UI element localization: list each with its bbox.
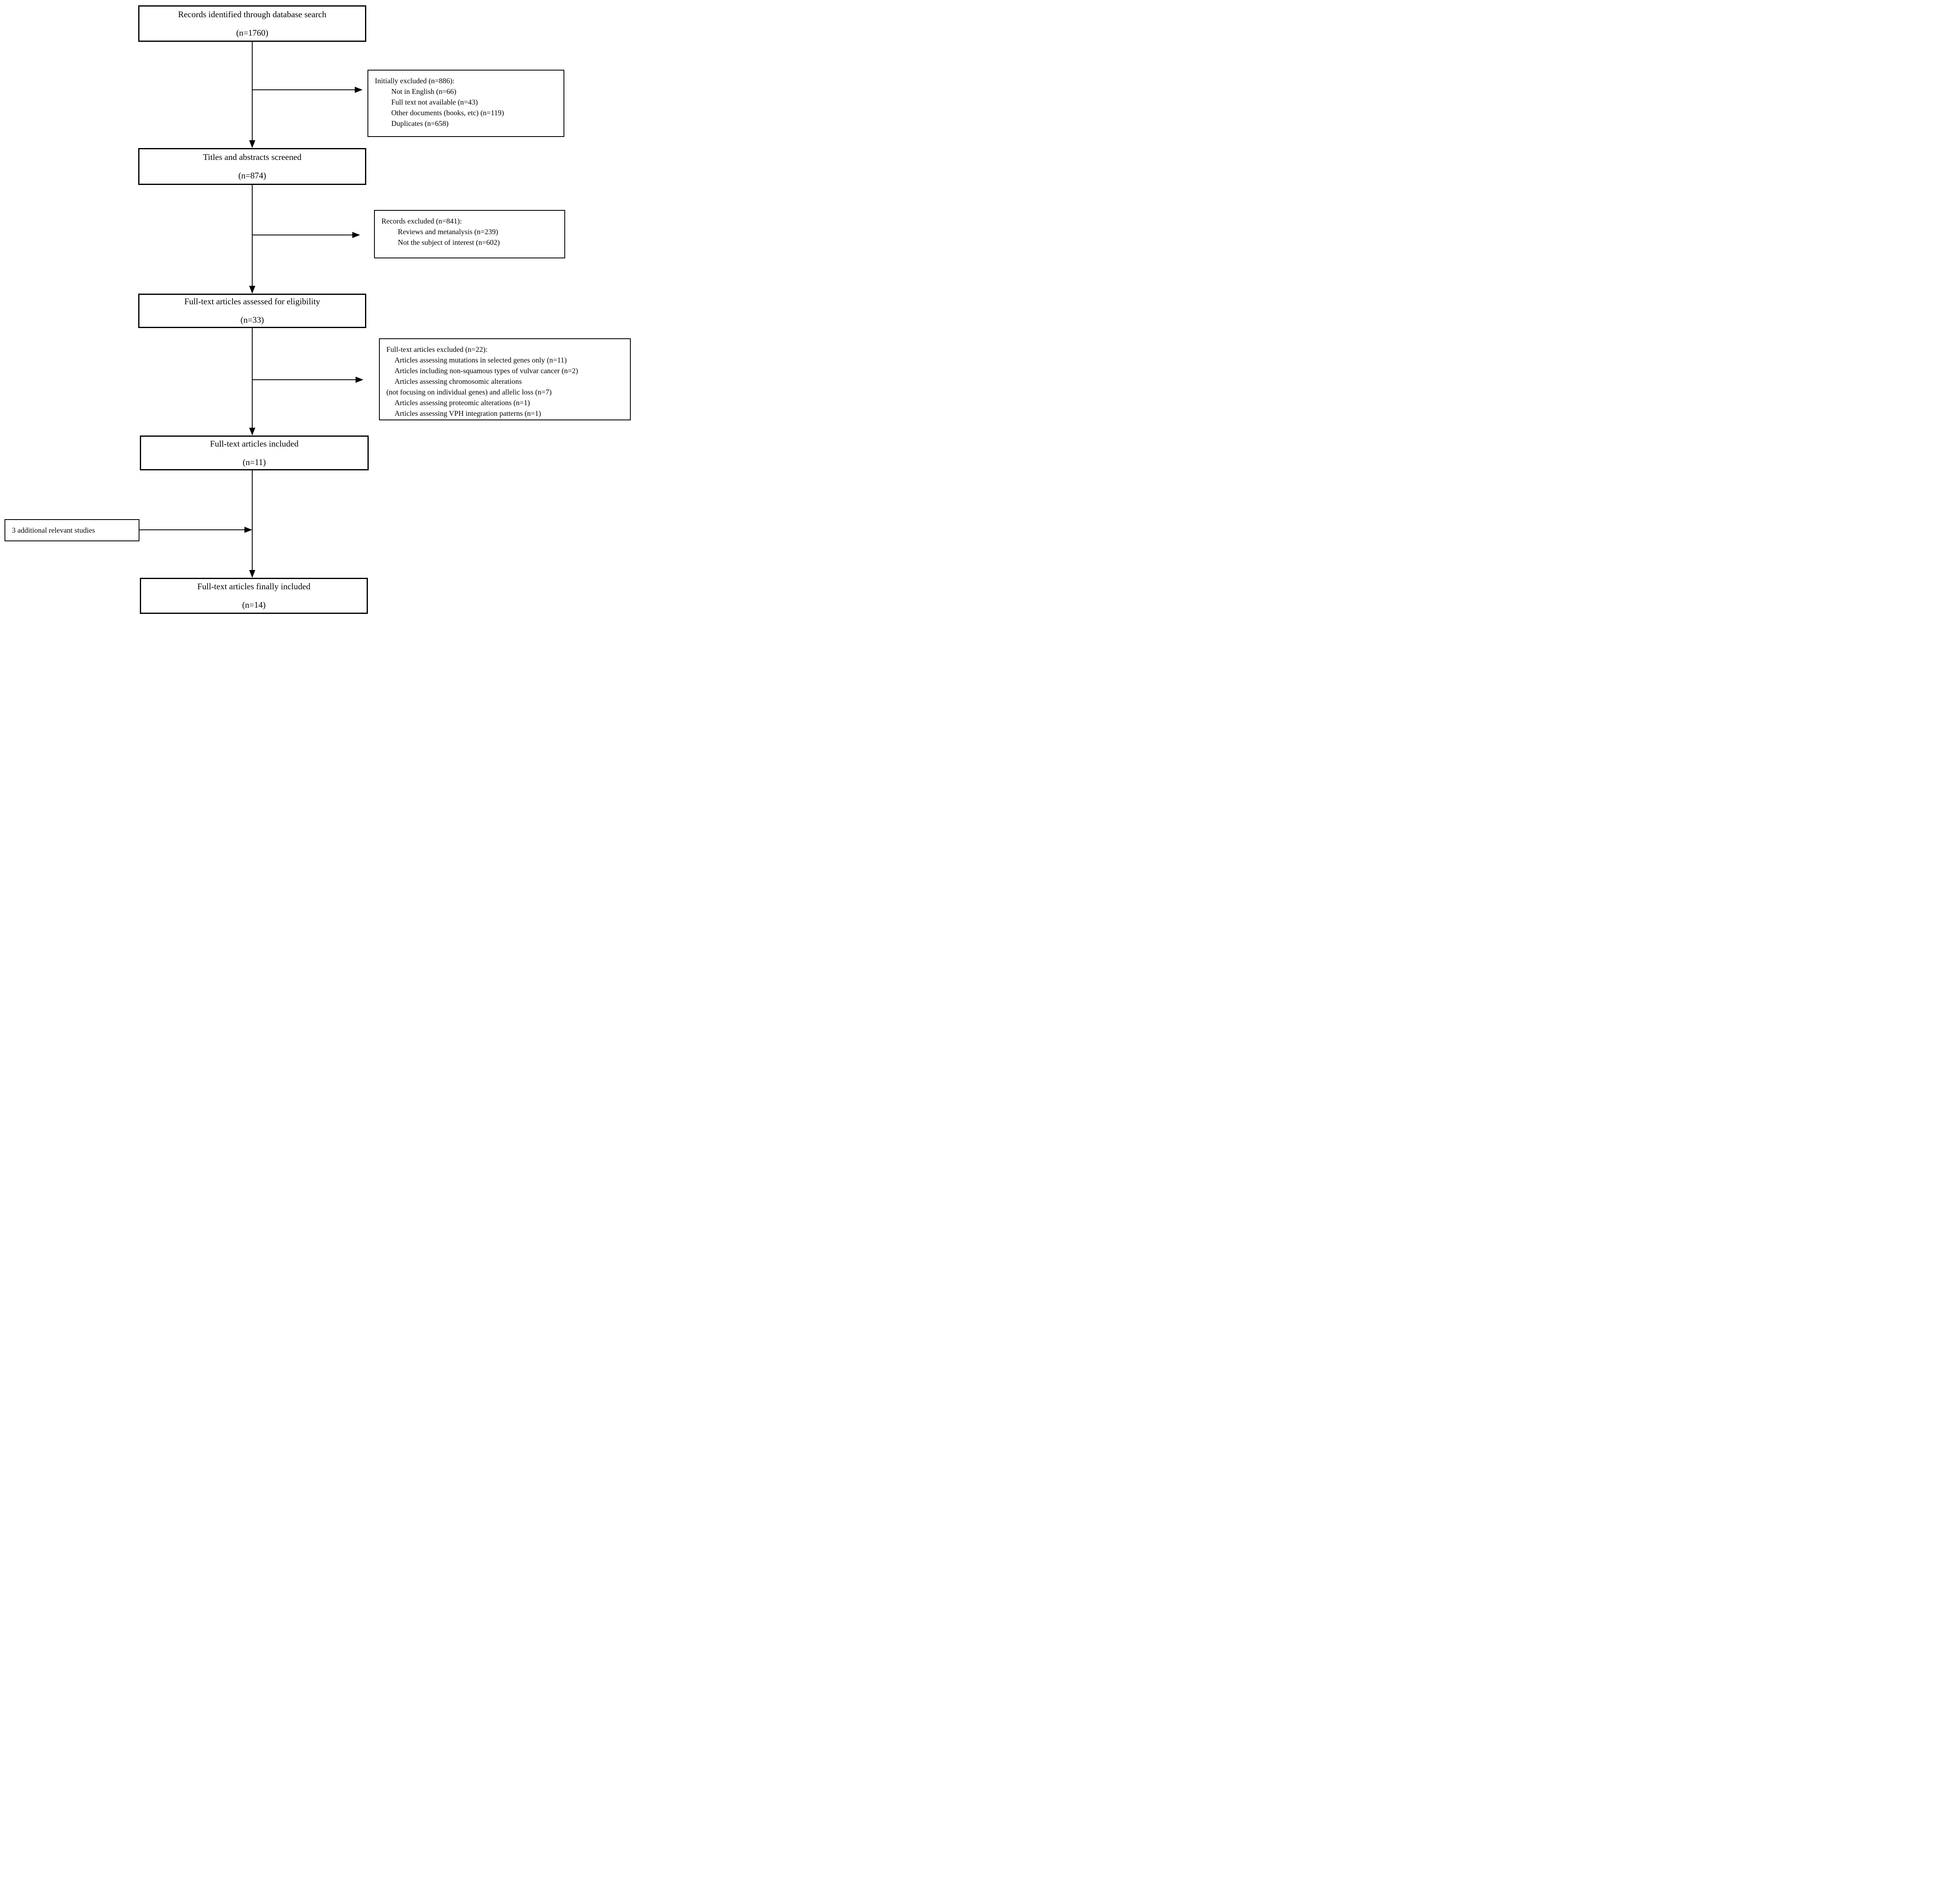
arrow-branch-records-excluded	[252, 232, 360, 238]
arrow-branch-fulltext-excluded	[252, 376, 363, 383]
arrowhead-down-icon	[249, 140, 256, 148]
exclusion-item: Not in English (n=66)	[391, 87, 456, 96]
exclusion-item: Articles assessing proteomic alterations…	[395, 399, 530, 407]
arrowhead-right-icon	[244, 527, 252, 533]
exclusion-header: Initially excluded (n=886):	[375, 77, 455, 85]
exclusion-item-continuation: (not focusing on individual genes) and a…	[386, 388, 552, 396]
arrowhead-right-icon	[356, 376, 363, 383]
flow-box-fulltext-included: Full-text articles included (n=11)	[140, 435, 369, 470]
exclusion-item: Other documents (books, etc) (n=119)	[391, 109, 504, 117]
exclusion-item: Articles assessing VPH integration patte…	[395, 409, 541, 417]
flow-box-fulltext-assessed: Full-text articles assessed for eligibil…	[138, 294, 366, 328]
arrow-included-to-final	[249, 470, 256, 578]
exclusion-item: Articles assessing chromosomic alteratio…	[395, 377, 522, 385]
box-label: Full-text articles assessed for eligibil…	[184, 296, 320, 306]
arrow-branch-initially-excluded	[252, 87, 363, 93]
side-box-records-excluded: Records excluded (n=841): Reviews and me…	[374, 210, 565, 258]
side-box-fulltext-excluded: Full-text articles excluded (n=22): Arti…	[379, 338, 631, 420]
exclusion-header: Records excluded (n=841):	[381, 217, 462, 225]
box-count: (n=874)	[238, 171, 266, 180]
box-label: Full-text articles finally included	[197, 581, 310, 591]
flow-box-additional-studies: 3 additional relevant studies	[5, 519, 139, 541]
box-count: (n=33)	[240, 315, 264, 325]
arrow-additional-studies-join	[139, 527, 252, 533]
exclusion-item: Not the subject of interest (n=602)	[398, 238, 500, 246]
arrowhead-right-icon	[355, 87, 363, 93]
flow-box-titles-abstracts-screened: Titles and abstracts screened (n=874)	[138, 148, 366, 185]
box-label: 3 additional relevant studies	[12, 526, 95, 534]
side-box-initially-excluded: Initially excluded (n=886): Not in Engli…	[367, 70, 564, 137]
exclusion-item: Articles including non-squamous types of…	[395, 367, 578, 375]
flow-box-fulltext-finally-included: Full-text articles finally included (n=1…	[140, 578, 368, 614]
exclusion-item: Reviews and metanalysis (n=239)	[398, 228, 498, 236]
arrow-assessed-to-included	[249, 328, 256, 435]
arrowhead-right-icon	[352, 232, 360, 238]
exclusion-item: Articles assessing mutations in selected…	[395, 356, 567, 364]
arrow-screened-to-assessed	[249, 185, 256, 294]
box-count: (n=11)	[242, 457, 266, 467]
box-label: Full-text articles included	[210, 438, 299, 449]
exclusion-item: Full text not available (n=43)	[391, 98, 478, 106]
arrow-records-to-screened	[249, 42, 256, 148]
box-label: Titles and abstracts screened	[203, 152, 302, 162]
exclusion-item: Duplicates (n=658)	[391, 119, 449, 128]
box-count: (n=14)	[242, 600, 266, 610]
arrowhead-down-icon	[249, 570, 256, 578]
box-label: Records identified through database sear…	[178, 9, 326, 19]
flow-box-records-identified: Records identified through database sear…	[138, 5, 366, 42]
box-count: (n=1760)	[236, 27, 269, 38]
prisma-flow-diagram: Records identified through database sear…	[0, 0, 638, 617]
exclusion-header: Full-text articles excluded (n=22):	[386, 345, 488, 353]
